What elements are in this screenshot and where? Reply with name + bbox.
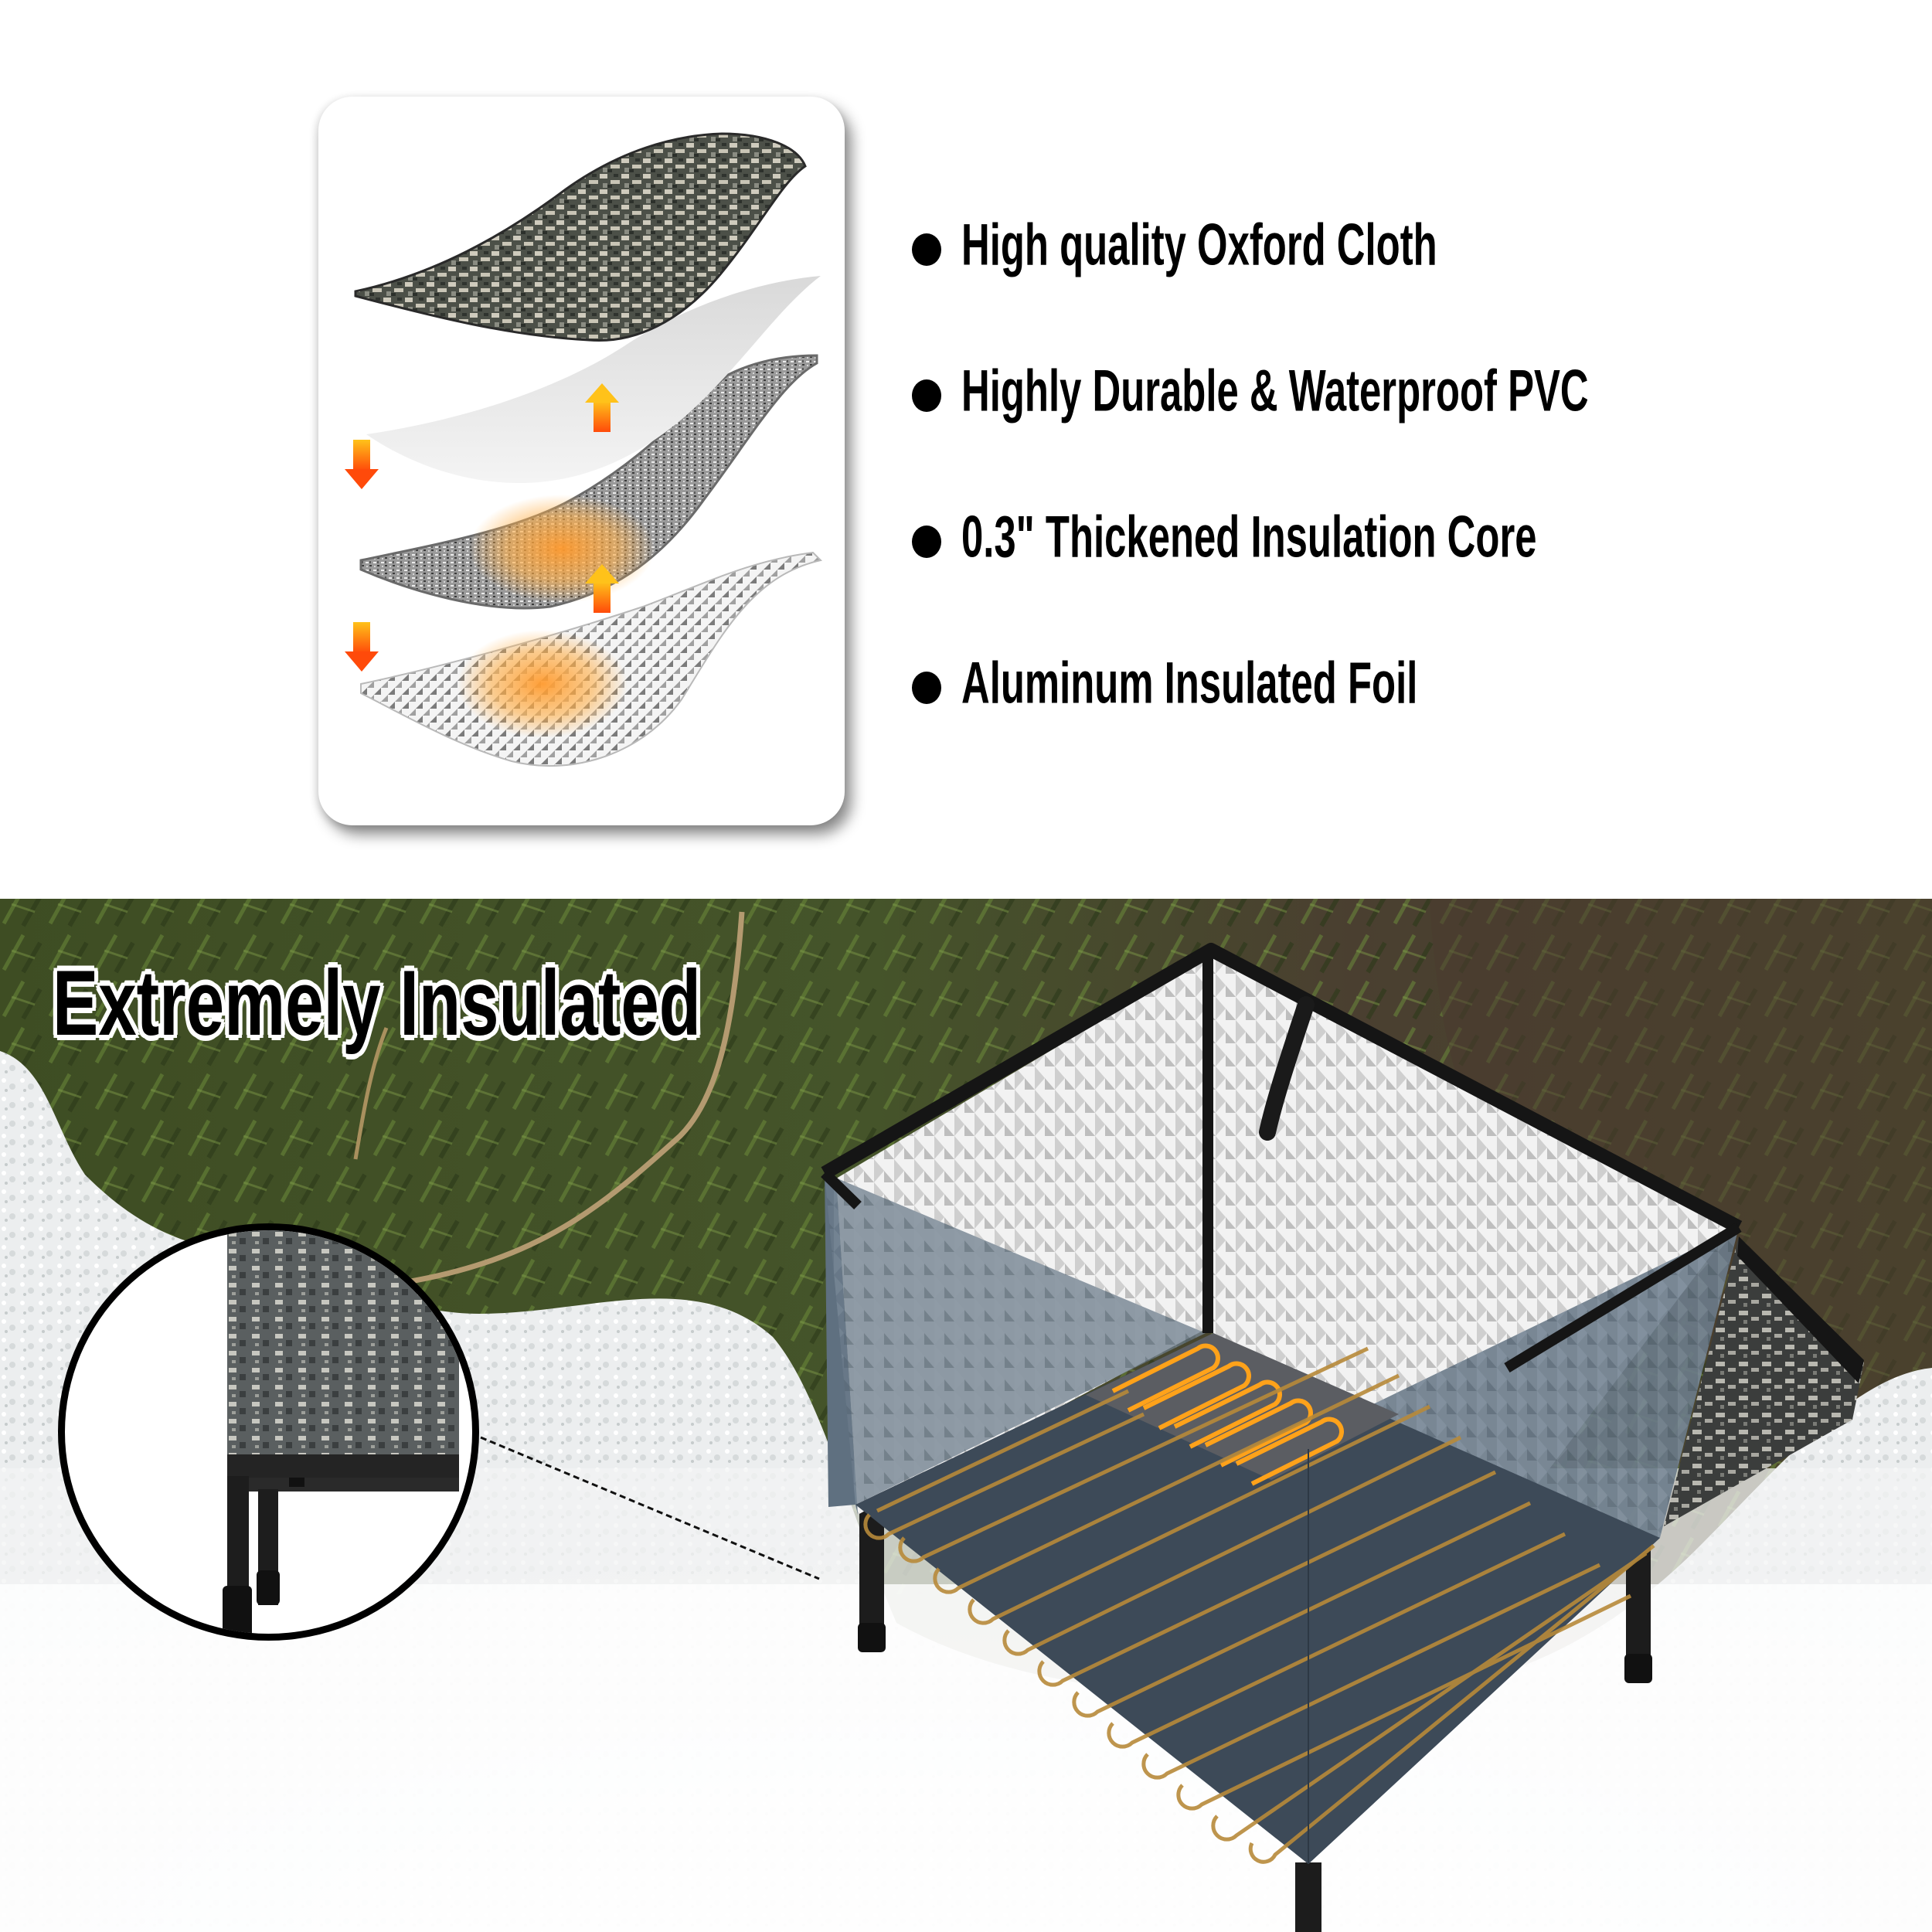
- heat-arrow-down-icon: [345, 440, 379, 489]
- rim-binding: [821, 943, 1743, 1233]
- pvc-white-layer: [366, 276, 821, 483]
- leg-detail-inset: [58, 1223, 479, 1641]
- aluminum-foil-layer: [360, 551, 822, 767]
- callout-dashed-line: [480, 1436, 820, 1580]
- top-section: High quality Oxford Cloth Highly Durable…: [0, 0, 1932, 899]
- bullet-dot-icon: [912, 672, 941, 704]
- layers-diagram-card: [318, 97, 845, 825]
- camo-side-flap: [1664, 1236, 1864, 1526]
- feature-list: High quality Oxford Cloth Highly Durable…: [912, 207, 1839, 791]
- bullet-dot-icon: [912, 233, 941, 266]
- product-scene-photo: Extremely Insulated: [0, 899, 1932, 1932]
- feature-label: High quality Oxford Cloth: [961, 213, 1437, 278]
- oxford-cloth-camo-layer: [354, 132, 807, 342]
- heat-arrow-up-icon: [585, 383, 619, 432]
- box-leg: [1626, 1534, 1651, 1681]
- feature-label: Aluminum Insulated Foil: [961, 651, 1418, 716]
- headline-extremely-insulated: Extremely Insulated: [53, 951, 702, 1055]
- heating-pad: [855, 1333, 1660, 1864]
- feature-item: High quality Oxford Cloth: [912, 207, 1839, 353]
- feature-item: 0.3" Thickened Insulation Core: [912, 499, 1839, 645]
- bullet-dot-icon: [912, 379, 941, 412]
- leg-detail-illustration: [223, 1230, 459, 1634]
- box-leg: [859, 1505, 884, 1651]
- material-layers-illustration: [345, 132, 822, 767]
- heating-wire: [863, 1346, 1655, 1864]
- heat-arrow-up-icon: [585, 564, 619, 613]
- feature-label: Highly Durable & Waterproof PVC: [961, 359, 1589, 424]
- feature-item: Highly Durable & Waterproof PVC: [912, 353, 1839, 499]
- scene-illustration: [0, 899, 1932, 1932]
- heat-arrow-down-icon: [345, 622, 379, 672]
- feature-label: 0.3" Thickened Insulation Core: [961, 505, 1537, 570]
- insulated-box: [821, 943, 1864, 1932]
- bullet-dot-icon: [912, 526, 941, 558]
- feature-item: Aluminum Insulated Foil: [912, 645, 1839, 791]
- box-leg: [1295, 1862, 1321, 1932]
